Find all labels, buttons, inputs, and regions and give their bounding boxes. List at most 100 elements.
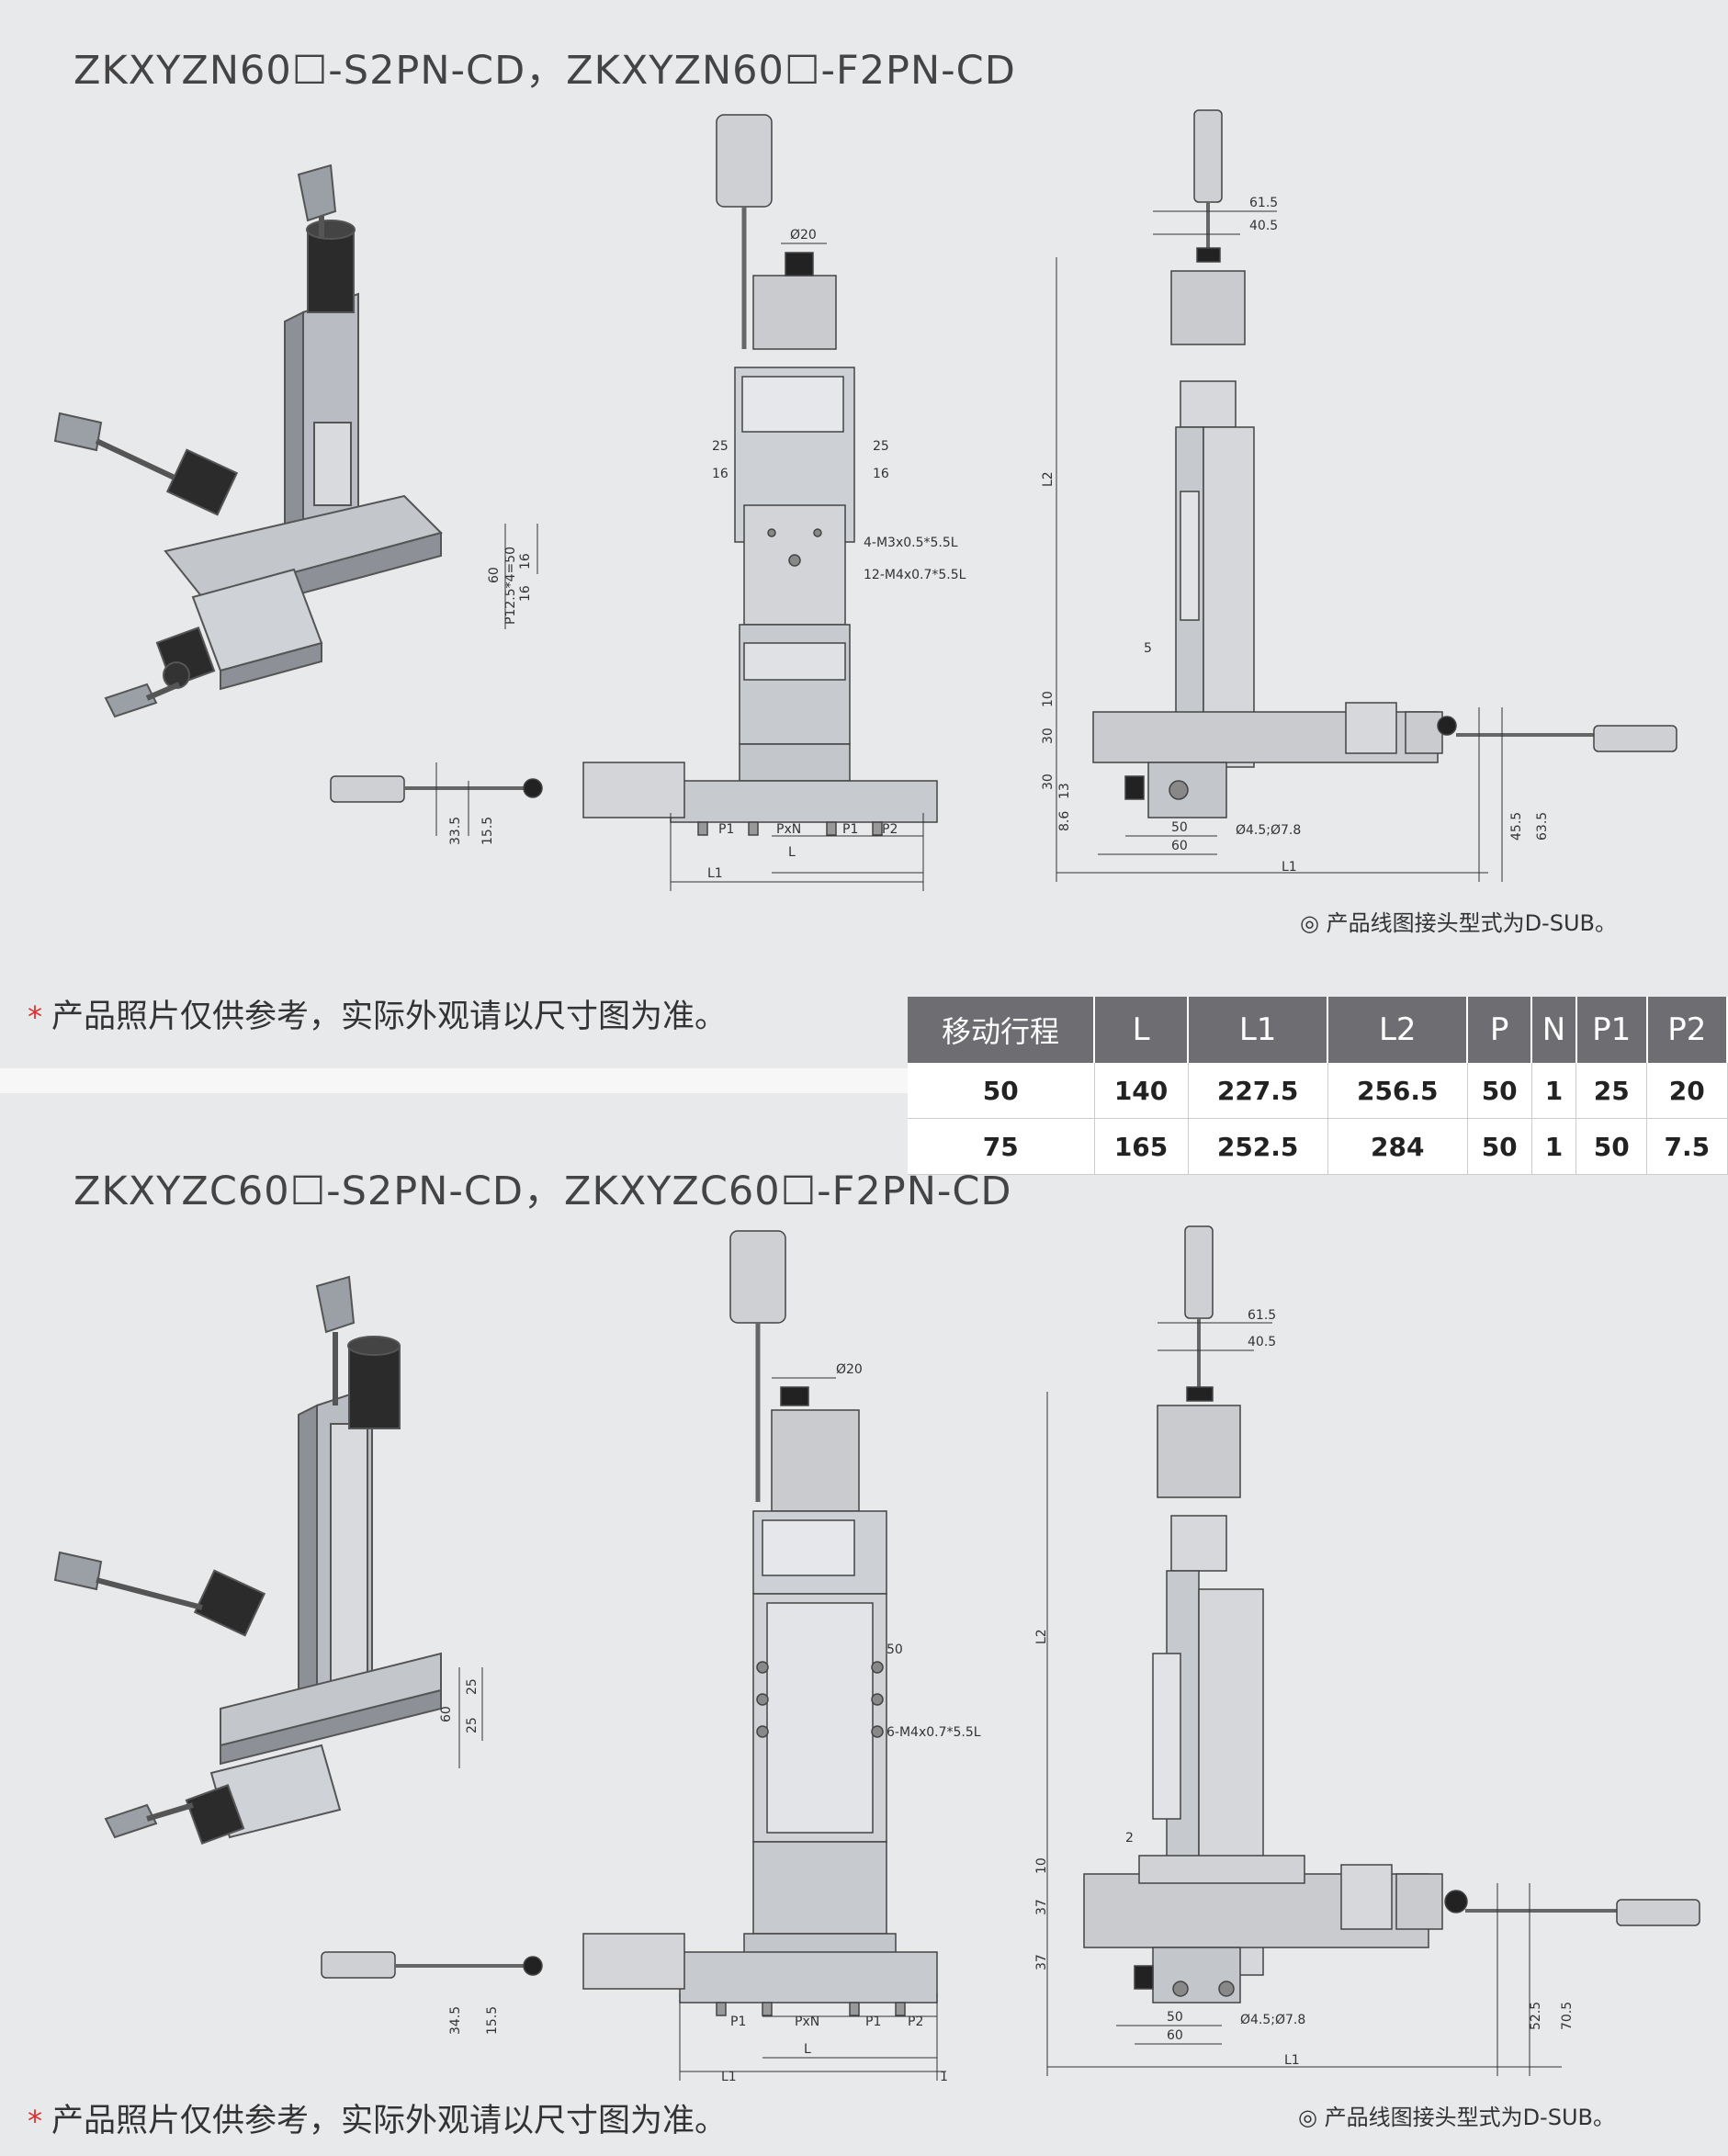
svg-text:5: 5: [1144, 641, 1152, 656]
svg-text:P12.5*4=50: P12.5*4=50: [503, 547, 518, 625]
svg-text:16: 16: [873, 467, 889, 481]
svg-text:PxN: PxN: [776, 822, 801, 837]
table-row: 50 140 227.5 256.5 50 1 25 20: [908, 1063, 1728, 1119]
table-cell: 256.5: [1327, 1063, 1468, 1119]
table-cell: 25: [1576, 1063, 1648, 1119]
table-cell: 140: [1094, 1063, 1189, 1119]
svg-text:16: 16: [712, 467, 728, 481]
svg-text:Ø4.5;Ø7.8: Ø4.5;Ø7.8: [1236, 823, 1301, 838]
header-l2: L2: [1327, 997, 1469, 1063]
svg-text:61.5: 61.5: [1248, 1308, 1276, 1323]
model-title: ZKXYZN60☐-S2PN-CD，ZKXYZN60☐-F2PN-CD: [73, 48, 1016, 94]
svg-text:34.5: 34.5: [448, 2006, 463, 2035]
product-photo: [53, 164, 443, 718]
svg-text:50: 50: [1171, 820, 1188, 835]
svg-text:P1: P1: [718, 822, 734, 837]
side-view-drawing: 61.5 40.5 L2 5 10 30 30 13 8.6 50 60 Ø4.…: [1041, 109, 1677, 882]
svg-text:52.5: 52.5: [1529, 2002, 1543, 2030]
table-cell: 1: [1531, 1118, 1577, 1175]
photo-note: *产品照片仅供参考，实际外观请以尺寸图为准。: [28, 999, 728, 1035]
table-cell: 75: [908, 1118, 1095, 1175]
svg-text:L: L: [788, 845, 796, 860]
header-l: L: [1094, 997, 1190, 1063]
svg-text:70.5: 70.5: [1560, 2002, 1575, 2030]
table-cell: 7.5: [1646, 1118, 1728, 1175]
asterisk-icon: *: [28, 2104, 42, 2139]
svg-text:12-M4x0.7*5.5L: 12-M4x0.7*5.5L: [864, 568, 966, 582]
table-cell: 227.5: [1188, 1063, 1328, 1119]
svg-text:L1: L1: [721, 2070, 737, 2084]
photo-note-2: *产品照片仅供参考，实际外观请以尺寸图为准。: [28, 2103, 728, 2139]
spec-table: 移动行程 L L1 L2 P N P1 P2 50 140 227.5 256.…: [908, 997, 1728, 1175]
table-cell: 284: [1327, 1118, 1468, 1175]
svg-text:13: 13: [1057, 783, 1072, 799]
svg-text:6-M4x0.7*5.5L: 6-M4x0.7*5.5L: [887, 1725, 981, 1740]
header-l1: L1: [1188, 997, 1329, 1063]
svg-text:60: 60: [487, 567, 502, 583]
asterisk-icon: *: [28, 999, 42, 1034]
svg-text:Ø20: Ø20: [836, 1362, 863, 1377]
product-photo-2: [53, 1275, 442, 1845]
side-view-drawing-2: 61.5 40.5 L2 2 10 37 37 50 60 Ø4.5;Ø7.8 …: [1034, 1225, 1700, 2076]
table-cell: 20: [1646, 1063, 1728, 1119]
table-cell: 50: [908, 1063, 1095, 1119]
table-cell: 252.5: [1188, 1118, 1328, 1175]
svg-text:15.5: 15.5: [485, 2006, 500, 2035]
table-cell: 50: [1576, 1118, 1648, 1175]
svg-text:L2: L2: [1041, 471, 1056, 487]
svg-text:25: 25: [712, 439, 728, 454]
svg-text:15.5: 15.5: [480, 817, 495, 845]
svg-text:Ø4.5;Ø7.8: Ø4.5;Ø7.8: [1240, 2013, 1305, 2027]
svg-text:P2: P2: [882, 822, 898, 837]
header-stroke: 移动行程: [908, 997, 1095, 1063]
model-title-2: ZKXYZC60☐-S2PN-CD，ZKXYZC60☐-F2PN-CD: [73, 1168, 1012, 1214]
table-row: 75 165 252.5 284 50 1 50 7.5: [908, 1118, 1728, 1175]
table-cell: 50: [1467, 1118, 1532, 1175]
svg-text:8.6: 8.6: [1057, 811, 1072, 831]
svg-text:25: 25: [465, 1717, 480, 1733]
dsub-note-2: ◎ 产品线图接头型式为D-SUB。: [1298, 2105, 1615, 2130]
svg-text:45.5: 45.5: [1509, 812, 1524, 841]
svg-text:40.5: 40.5: [1249, 219, 1278, 233]
svg-text:37: 37: [1034, 1899, 1049, 1915]
svg-text:60: 60: [1167, 2028, 1183, 2043]
header-n: N: [1531, 997, 1577, 1063]
svg-text:60: 60: [439, 1706, 454, 1722]
svg-text:L: L: [804, 2042, 811, 2057]
svg-text:P1: P1: [730, 2015, 746, 2029]
svg-text:25: 25: [873, 439, 889, 454]
svg-text:16: 16: [518, 585, 533, 602]
svg-text:2: 2: [1125, 1831, 1134, 1846]
svg-text:10: 10: [1041, 691, 1056, 707]
svg-text:L1: L1: [1282, 860, 1297, 875]
header-p2: P2: [1646, 997, 1728, 1063]
header-p1: P1: [1576, 997, 1648, 1063]
dsub-note: ◎ 产品线图接头型式为D-SUB。: [1300, 910, 1617, 936]
svg-text:25: 25: [465, 1678, 480, 1695]
svg-text:L1: L1: [1284, 2053, 1300, 2068]
svg-text:1: 1: [940, 2070, 948, 2084]
svg-text:50: 50: [887, 1642, 903, 1657]
svg-text:Ø20: Ø20: [790, 228, 817, 243]
svg-text:50: 50: [1167, 2010, 1183, 2025]
svg-text:4-M3x0.5*5.5L: 4-M3x0.5*5.5L: [864, 536, 958, 550]
svg-text:30: 30: [1041, 773, 1056, 790]
table-cell: 50: [1467, 1063, 1532, 1119]
svg-text:P2: P2: [908, 2015, 923, 2029]
table-header-row: 移动行程 L L1 L2 P N P1 P2: [908, 997, 1728, 1063]
svg-text:16: 16: [518, 553, 533, 570]
svg-text:L2: L2: [1034, 1629, 1049, 1644]
svg-text:63.5: 63.5: [1535, 812, 1550, 841]
svg-text:60: 60: [1171, 839, 1188, 853]
table-cell: 165: [1094, 1118, 1189, 1175]
header-p: P: [1467, 997, 1533, 1063]
svg-text:P1: P1: [865, 2015, 881, 2029]
front-view-drawing: Ø20 25 25 16 16 60 P12.5*4=50 16 16 4-M3…: [330, 114, 966, 891]
svg-text:33.5: 33.5: [448, 817, 463, 845]
svg-text:30: 30: [1041, 728, 1056, 744]
svg-text:40.5: 40.5: [1248, 1335, 1276, 1349]
svg-text:61.5: 61.5: [1249, 196, 1278, 210]
table-cell: 1: [1531, 1063, 1577, 1119]
svg-text:L1: L1: [707, 866, 723, 881]
svg-text:P1: P1: [842, 822, 858, 837]
